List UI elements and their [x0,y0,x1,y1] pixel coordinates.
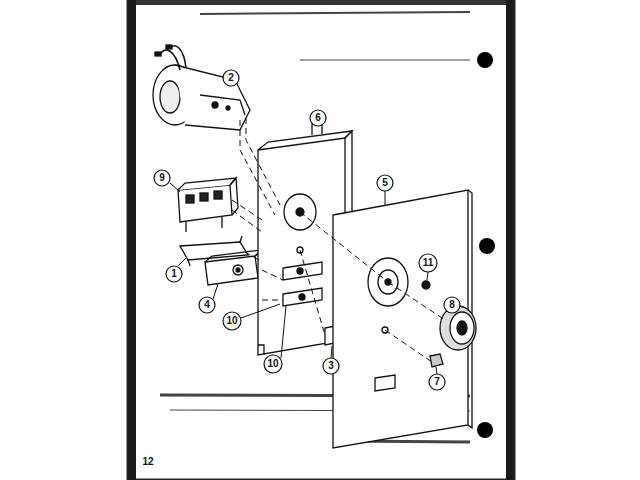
callout-number: 11 [423,258,434,268]
page-number: 12 [142,457,153,467]
callout-number: 5 [382,178,388,188]
punch-hole [479,238,495,254]
terminal-block [178,178,238,232]
callout-number: 10 [267,359,278,369]
small-knob [430,354,443,367]
page-edge [136,0,506,5]
page-edge [506,0,514,480]
screw [422,281,430,289]
punch-hole [477,422,493,438]
punch-hole [477,52,493,68]
timer-motor [153,45,250,130]
callout-number: 3 [328,361,334,371]
callout-number: 1 [171,269,177,279]
callout-number: 10 [226,316,237,326]
callout-number: 2 [228,73,234,83]
switch [205,250,265,285]
timer-knob [440,306,476,350]
page-edge [128,0,136,480]
page-border [128,0,514,480]
callout-number: 7 [434,377,440,387]
callout-number: 4 [204,300,210,310]
callout-number: 6 [315,113,321,123]
callout-number: 9 [159,173,165,183]
leader-lines [170,183,437,374]
callout-number: 8 [449,300,455,310]
assembly-lines [232,118,445,362]
callout-circles [154,70,460,390]
